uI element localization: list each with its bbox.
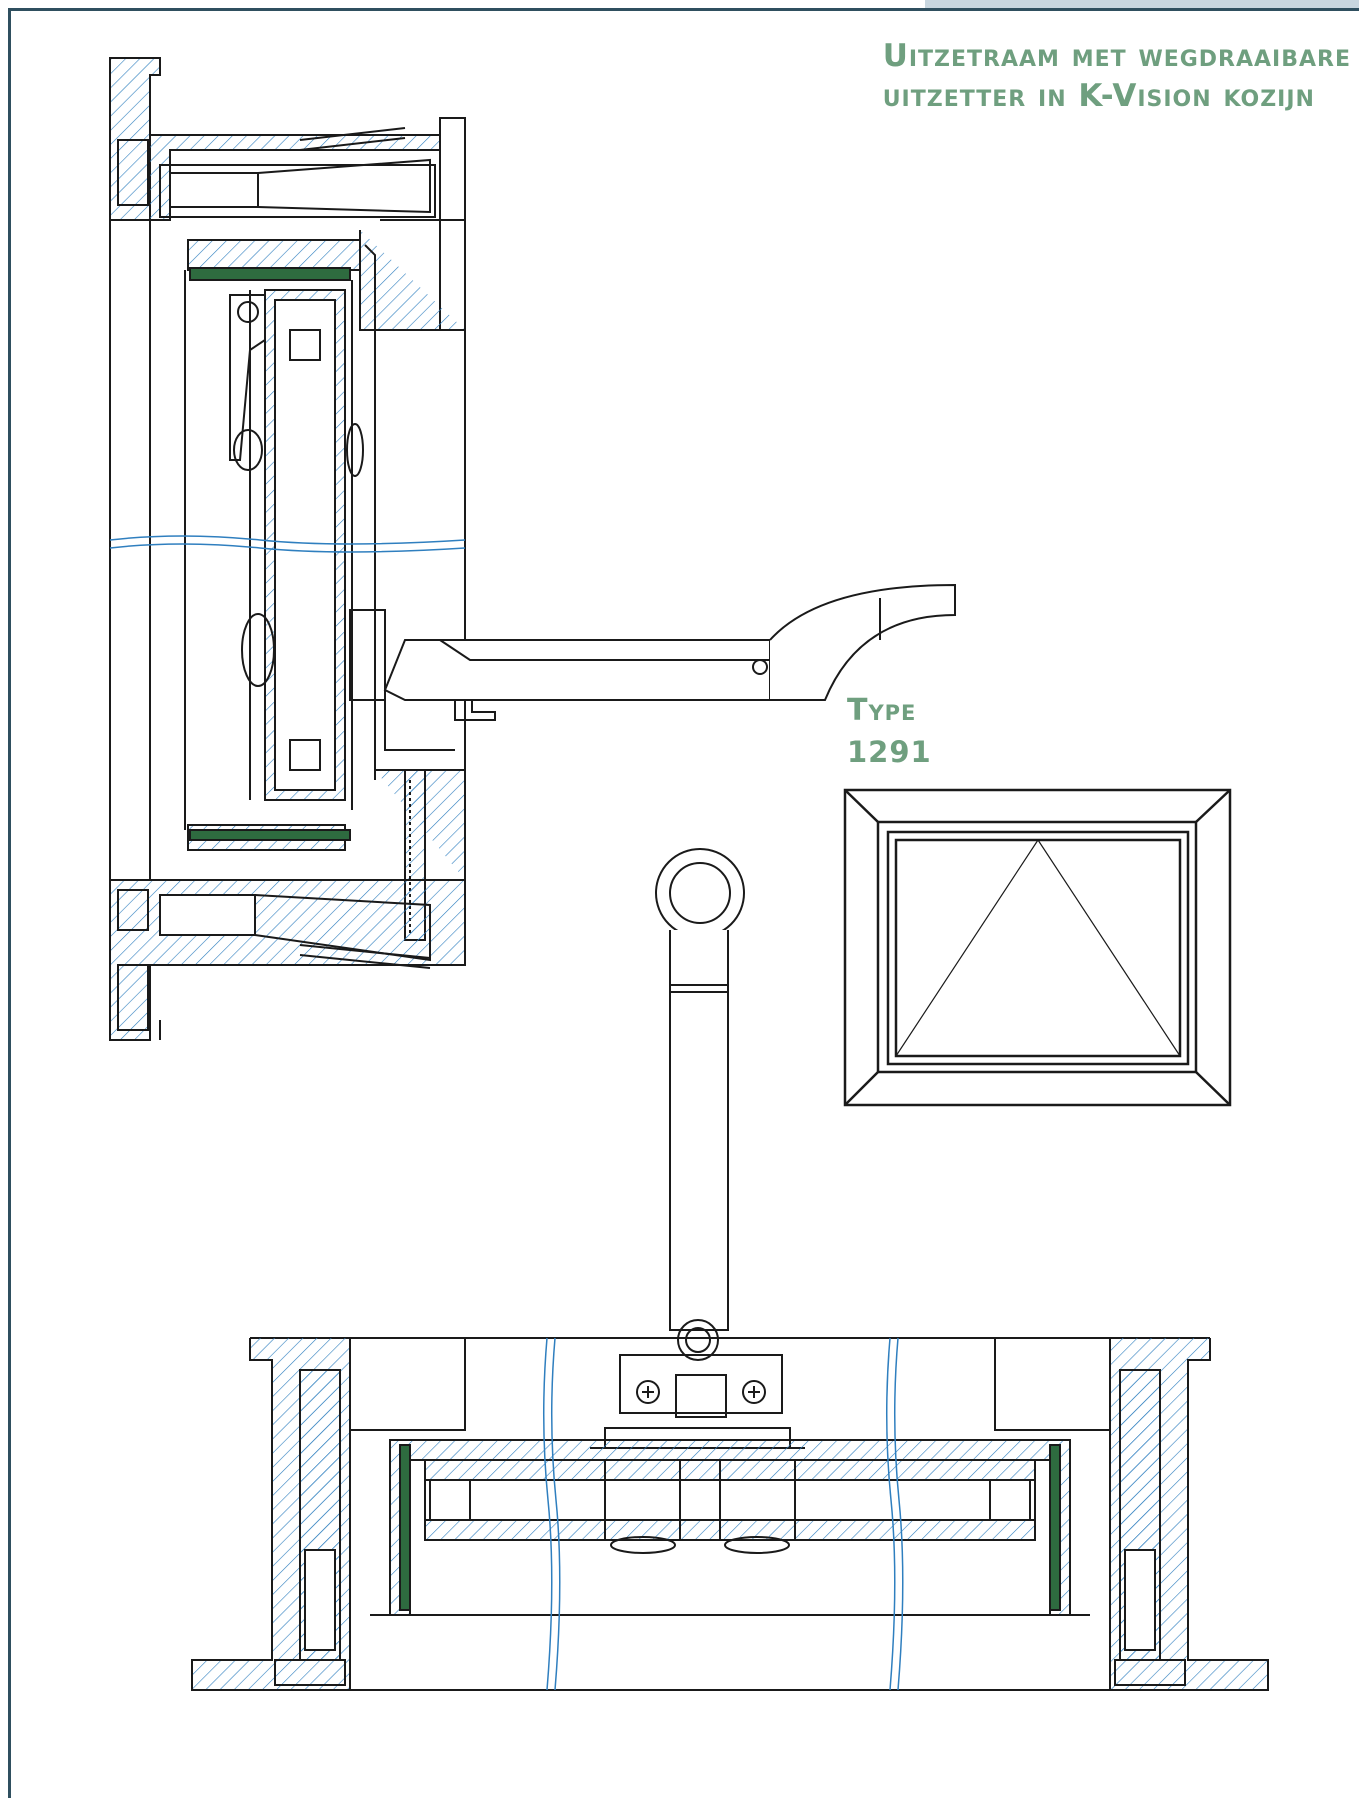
sash-horizontal [389, 1439, 1071, 1616]
rotating-arm-stay [655, 848, 745, 1361]
horizontal-section [191, 848, 1269, 1691]
title-line-2: uitzetter in K-Vision kozijn [882, 78, 1315, 115]
mounting-plate [590, 1354, 805, 1449]
glazing-unit [249, 280, 353, 810]
sash-top [109, 220, 466, 880]
frame-profile-bottom [109, 769, 466, 1041]
frame-profile-top [109, 57, 466, 331]
window-elevation-icon [843, 788, 1232, 1107]
frame-horizontal [191, 1337, 1269, 1691]
horizontal-break-lines [542, 1337, 904, 1691]
break-lines [109, 535, 466, 553]
page-border [8, 8, 1359, 1798]
corner-tab [925, 0, 1359, 10]
type-word: Type [847, 693, 917, 728]
drawing-title: Uitzetraam met wegdraaibare uitzetter in… [883, 36, 1351, 117]
vertical-section [109, 57, 956, 1041]
type-label: Type 1291 [847, 690, 932, 773]
support-arm [383, 583, 956, 751]
left-hinge-bracket [229, 294, 386, 701]
type-number: 1291 [847, 735, 932, 769]
title-line-1: Uitzetraam met wegdraaibare [882, 38, 1351, 74]
glazing-horizontal [424, 1459, 1036, 1554]
opening-indicator [895, 839, 1181, 1057]
